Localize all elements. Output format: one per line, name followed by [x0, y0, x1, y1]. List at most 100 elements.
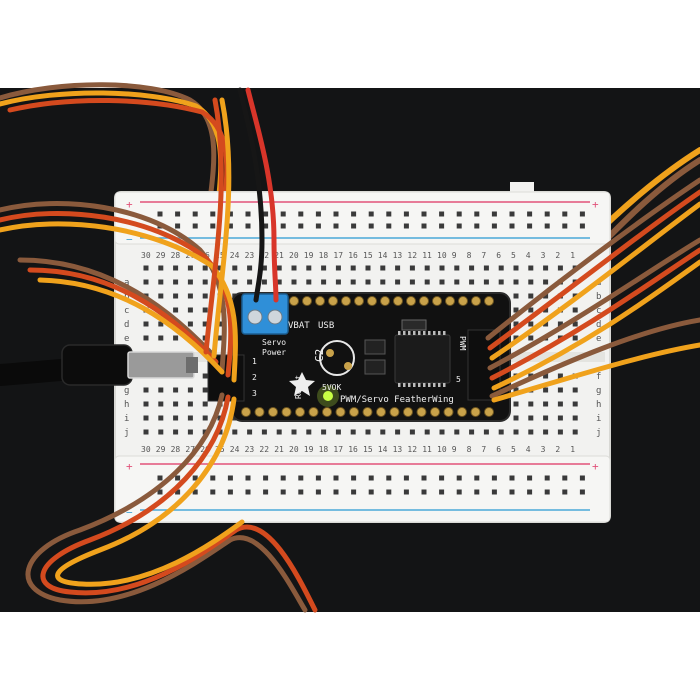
featherwing-board: VBAT USB C2 Servo Power Reset 5VOK PWM/S…: [207, 292, 511, 422]
column-number: 8: [467, 251, 472, 260]
column-number: 13: [393, 445, 403, 454]
chip-leg: [398, 331, 401, 335]
pin-label-3: 3: [252, 389, 257, 398]
hole: [187, 307, 193, 313]
power-wires: [237, 87, 279, 303]
header-pin: [289, 296, 299, 306]
label-capacitor: C2: [313, 349, 326, 362]
hole: [557, 415, 563, 421]
column-number: 17: [333, 251, 343, 260]
hole: [498, 265, 504, 271]
rail-hole: [245, 475, 251, 481]
rail-hole: [245, 211, 251, 217]
hole: [409, 279, 415, 285]
hole: [572, 415, 578, 421]
hole: [217, 415, 223, 421]
chip-leg: [403, 331, 406, 335]
header-pins: [241, 296, 494, 417]
header-pin: [281, 407, 292, 417]
hole: [291, 429, 297, 435]
hole: [350, 429, 356, 435]
hole: [469, 429, 475, 435]
column-number: 8: [467, 445, 472, 454]
hole: [380, 265, 386, 271]
hole: [187, 279, 193, 285]
column-number: 1: [570, 251, 575, 260]
rail-hole: [439, 211, 445, 217]
row-letter: i: [124, 414, 129, 424]
header-pin: [362, 407, 373, 417]
hole: [557, 429, 563, 435]
column-number: 15: [363, 251, 373, 260]
column-number: 6: [496, 251, 501, 260]
rail-hole: [544, 223, 550, 229]
hole: [187, 429, 193, 435]
hole: [291, 265, 297, 271]
hole: [276, 265, 282, 271]
header-pin: [458, 296, 468, 306]
column-number: 3: [541, 445, 546, 454]
hole: [335, 265, 341, 271]
hole: [143, 401, 149, 407]
row-letter: d: [124, 320, 129, 330]
header-pin: [341, 296, 351, 306]
hole: [543, 401, 549, 407]
header-pin: [354, 296, 364, 306]
hole: [143, 265, 149, 271]
header-pin: [268, 407, 278, 417]
rail-hole: [368, 475, 374, 481]
hole: [187, 401, 193, 407]
smd-component-1: [364, 339, 386, 355]
rail-hole: [456, 489, 462, 495]
row-letter: h: [596, 400, 601, 410]
rail-hole: [175, 475, 181, 481]
hole: [232, 429, 238, 435]
hole: [202, 265, 208, 271]
hole: [306, 265, 312, 271]
hole: [217, 321, 223, 327]
hole: [469, 265, 475, 271]
rail-hole: [192, 489, 198, 495]
rail-hole: [245, 223, 251, 229]
column-number: 6: [496, 445, 501, 454]
column-number: 29: [156, 445, 166, 454]
hole: [187, 293, 193, 299]
header-pin: [416, 407, 427, 417]
column-number: 9: [452, 445, 457, 454]
rail-hole: [333, 475, 339, 481]
hole: [395, 279, 401, 285]
hole: [143, 387, 149, 393]
hole: [365, 265, 371, 271]
hole: [439, 279, 445, 285]
rail-hole: [157, 489, 163, 495]
rail-hole: [210, 475, 216, 481]
rail-hole: [280, 223, 286, 229]
chip-leg: [418, 383, 421, 387]
chip-leg: [418, 331, 421, 335]
rail-hole: [579, 223, 585, 229]
hole: [321, 279, 327, 285]
column-number: 2: [555, 251, 560, 260]
rail-hole: [386, 475, 392, 481]
hole: [321, 429, 327, 435]
rail-hole: [509, 223, 515, 229]
rail-hole: [227, 211, 233, 217]
hole: [498, 279, 504, 285]
column-number: 3: [541, 251, 546, 260]
hole: [202, 401, 208, 407]
rail-hole: [421, 475, 427, 481]
rail-hole: [263, 223, 269, 229]
row-letter: f: [596, 372, 601, 382]
chip-leg: [433, 383, 436, 387]
hole: [513, 415, 519, 421]
chip-leg: [438, 383, 441, 387]
hole: [528, 401, 534, 407]
column-number: 12: [407, 445, 417, 454]
rail-hole: [298, 211, 304, 217]
hole: [232, 279, 238, 285]
hole: [202, 387, 208, 393]
column-number: 17: [333, 445, 343, 454]
hole: [543, 373, 549, 379]
rail-hole: [227, 475, 233, 481]
rail-hole: [544, 475, 550, 481]
